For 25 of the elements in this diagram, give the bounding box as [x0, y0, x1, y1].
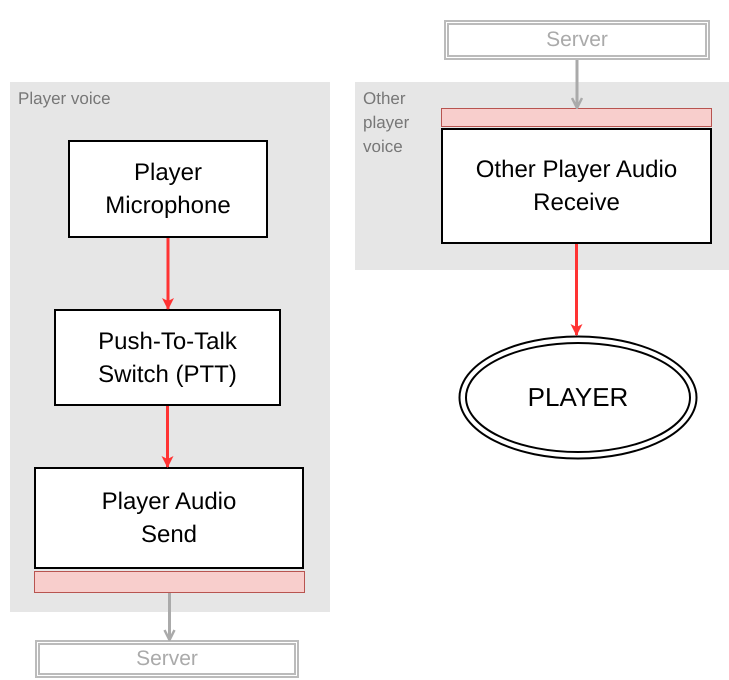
group-panel — [10, 82, 330, 612]
panel-title: Player voice — [18, 89, 111, 108]
actor-ellipse — [458, 335, 698, 460]
node-label: Server — [136, 646, 198, 672]
port-bar — [441, 108, 712, 127]
node-label: PLAYER — [528, 381, 628, 414]
arrow — [570, 244, 582, 336]
server-box — [35, 640, 299, 678]
process-box — [441, 128, 712, 244]
process-box — [54, 309, 281, 406]
node-label: Player Audio Send — [100, 487, 238, 550]
arrow — [162, 406, 174, 468]
group-panel — [355, 82, 729, 270]
server-box — [444, 20, 710, 60]
arrow — [163, 593, 176, 642]
arrow — [162, 238, 174, 310]
node-label: Server — [546, 27, 608, 54]
node-label: Push-To-Talk Switch (PTT) — [97, 326, 238, 390]
node-label: Player Microphone — [104, 158, 232, 221]
process-box — [68, 140, 268, 238]
port-bar — [34, 571, 305, 593]
arrow — [570, 60, 584, 110]
process-box — [34, 467, 304, 569]
node-label: Other Player Audio Receive — [474, 155, 678, 218]
panel-title: Other player voice — [363, 89, 410, 156]
